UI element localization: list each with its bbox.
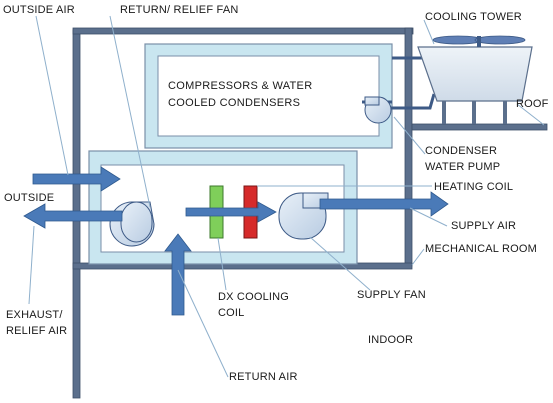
label-indoor: INDOOR <box>368 334 414 346</box>
leader-condenser-pump <box>393 116 426 155</box>
leader-supply-air <box>409 207 448 227</box>
return-air-arrow <box>164 233 192 316</box>
exhaust-air-arrow <box>23 203 123 229</box>
supply-air-arrow <box>319 191 449 217</box>
return-relief-fan-icon <box>109 201 155 247</box>
roof-slab <box>411 123 548 131</box>
label-outside-air: OUTSIDE AIR <box>3 4 75 16</box>
pipe-pump-to-tower <box>384 93 436 110</box>
label-dx-cooling-2: COIL <box>218 307 245 319</box>
leader-dx-coil <box>217 237 227 291</box>
label-return-relief-fan: RETURN/ RELIEF FAN <box>120 4 239 16</box>
cooling-tower-icon <box>417 35 533 124</box>
compressor-box-inner <box>157 55 380 137</box>
label-mechanical-room: MECHANICAL ROOM <box>425 243 537 255</box>
leader-roof <box>516 103 545 126</box>
leader-return-fan <box>109 15 151 208</box>
label-roof: ROOF <box>516 98 549 110</box>
label-supply-air: SUPPLY AIR <box>451 220 517 232</box>
leader-supply-fan <box>309 236 371 291</box>
label-cooling-tower: COOLING TOWER <box>425 11 522 23</box>
label-return-air: RETURN AIR <box>229 371 298 383</box>
label-exhaust-2: RELIEF AIR <box>6 325 68 337</box>
label-condenser-pump-2: WATER PUMP <box>425 161 501 173</box>
condenser-water-pump-icon <box>364 96 392 124</box>
outside-air-arrow <box>32 166 121 192</box>
leader-outside-air <box>35 15 69 176</box>
through-coil-arrow <box>185 201 277 223</box>
airflow-arrows <box>23 166 449 316</box>
leader-return-air <box>177 269 229 378</box>
label-exhaust-1: EXHAUST/ <box>6 309 63 321</box>
label-supply-fan: SUPPLY FAN <box>357 289 426 301</box>
label-compressors-line1: COMPRESSORS & WATER <box>168 80 313 92</box>
label-compressors-line2: COOLED CONDENSERS <box>168 97 301 109</box>
leader-exhaust <box>28 225 35 305</box>
label-dx-cooling-1: DX COOLING <box>218 291 290 303</box>
leader-lines <box>28 15 545 378</box>
label-heating-coil: HEATING COIL <box>434 181 514 193</box>
label-condenser-pump-1: CONDENSER <box>425 145 498 157</box>
building-right-wall <box>404 27 413 267</box>
leader-cooling-tower <box>423 19 435 45</box>
building-top-wall <box>72 27 414 35</box>
leader-mechanical-room <box>411 248 425 266</box>
label-compressors: COMPRESSORS & WATER COOLED CONDENSERS <box>168 78 312 112</box>
label-outside: OUTSIDE <box>4 192 55 204</box>
